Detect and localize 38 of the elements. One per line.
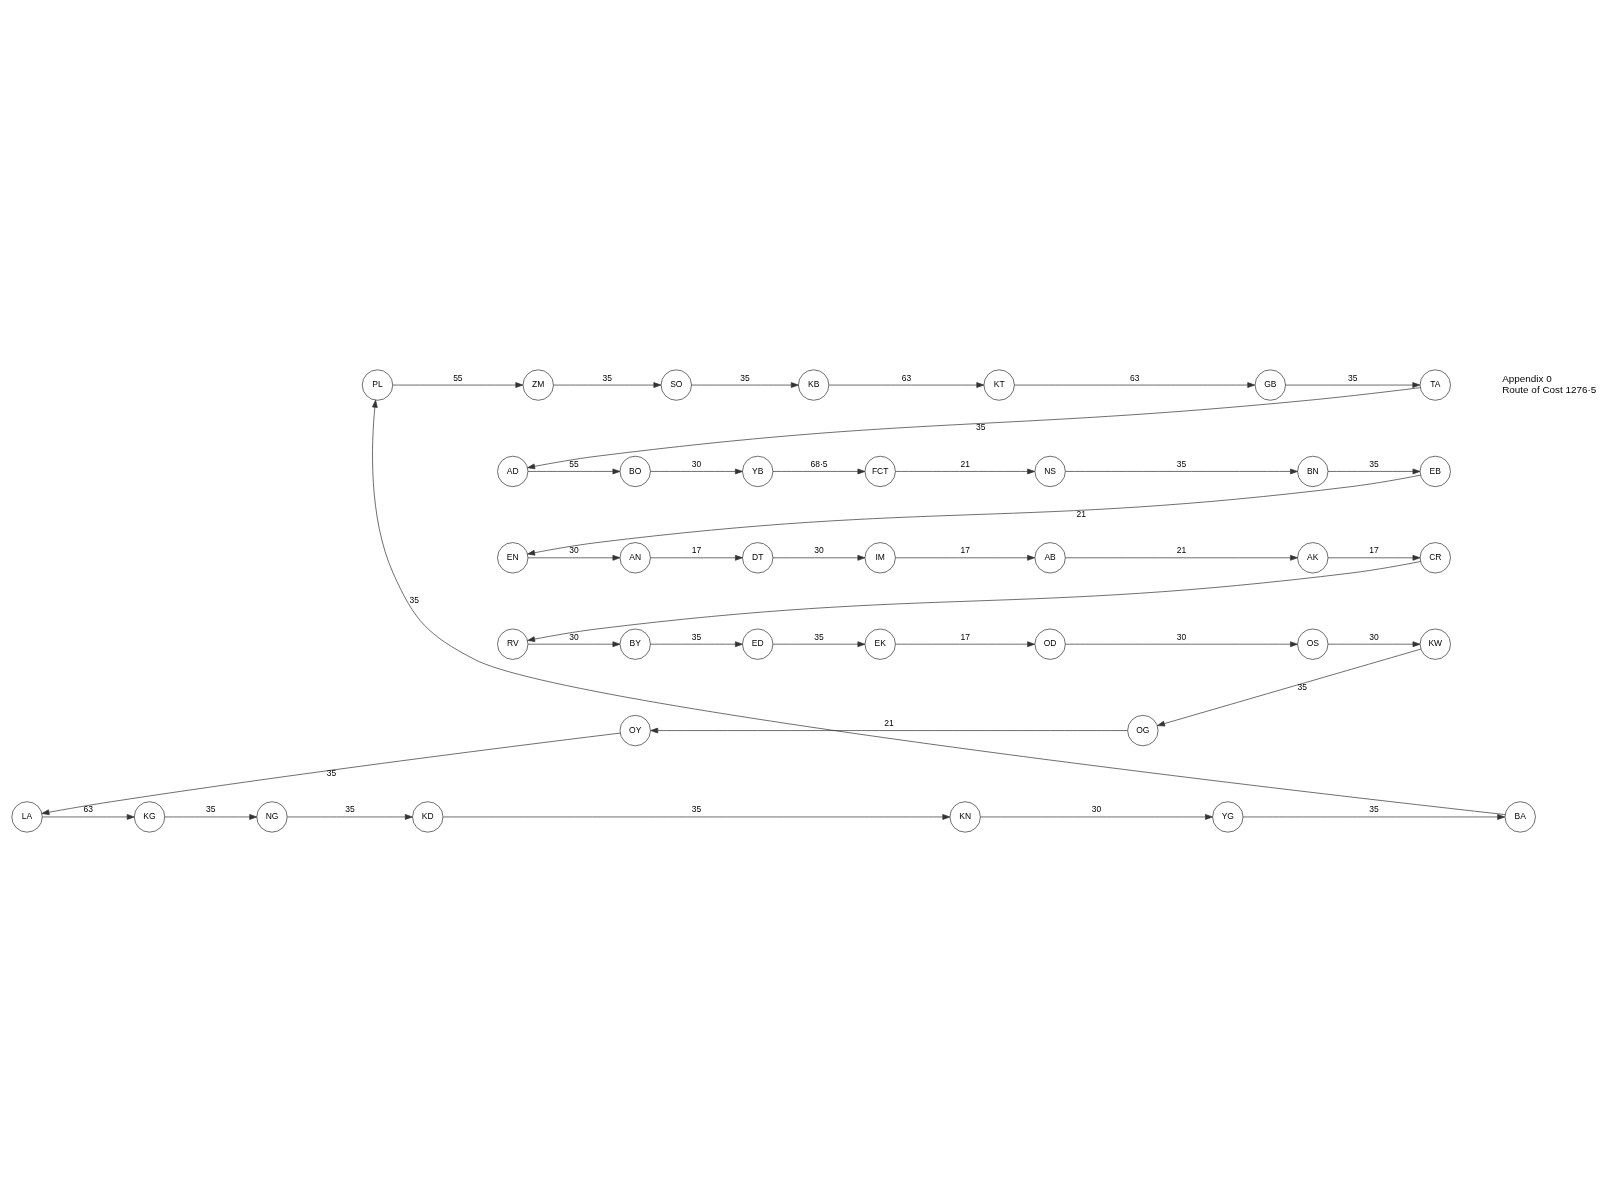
edge-label: 63 [1130,372,1140,383]
edge-label: 55 [453,372,463,383]
edge-label: 21 [1076,508,1086,519]
edge-label: 35 [1348,372,1358,383]
edge-label: 35 [345,804,355,815]
edge-label: 35 [602,372,612,383]
edge-label: 55 [569,458,579,469]
edge-label: 17 [960,545,970,556]
edge-label: 21 [884,718,894,729]
edge-label: 30 [1369,631,1379,642]
edge-label: 35 [1176,458,1187,469]
edge-label: 35 [409,595,420,606]
edge-label: 35 [326,767,337,778]
edge-label: 35 [1369,458,1379,469]
edge-label: 35 [814,631,824,642]
edge-label: 35 [740,372,750,383]
edge-label: 21 [960,458,970,469]
label: Appendix 0 [1502,373,1552,385]
edge-label: 30 [569,545,579,556]
edge-label: 17 [1369,545,1379,556]
edge-label: 35 [691,804,702,815]
label: Route of Cost 1276·5 [1502,383,1597,395]
edge-label: 30 [1176,631,1187,642]
edge-label: 17 [960,631,970,642]
edge-label: 68·5 [810,458,828,469]
edge-label: 21 [1176,545,1187,556]
edge-label: 30 [1091,804,1102,815]
edge-label: 35 [206,804,216,815]
edge-label: 35 [1369,804,1379,815]
edge-label: 30 [691,458,702,469]
edge-label: 63 [901,372,912,383]
edge-label: 35 [691,631,702,642]
edge-label: 30 [814,545,824,556]
edge-label: 35 [976,422,986,433]
edge-label: 63 [83,804,93,815]
edge-label: 17 [691,545,702,556]
edge-label: 35 [1297,681,1307,692]
edge-label: 30 [569,631,579,642]
